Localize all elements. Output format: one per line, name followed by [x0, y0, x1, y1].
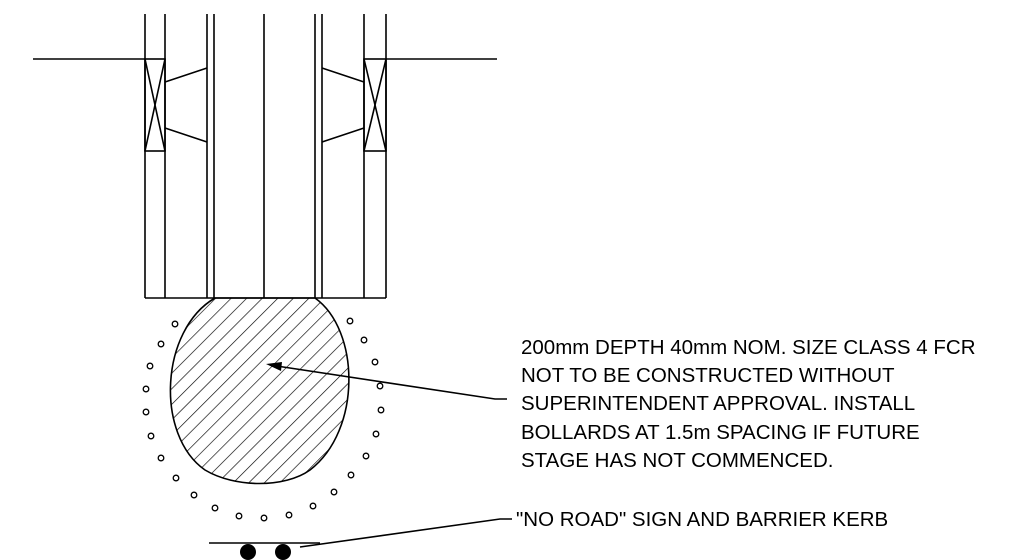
fcr-note-line-4: BOLLARDS AT 1.5m SPACING IF FUTURE	[521, 421, 920, 444]
fcr-note-line-1: 200mm DEPTH 40mm NOM. SIZE CLASS 4 FCR	[521, 336, 976, 359]
fcr-note: 200mm DEPTH 40mm NOM. SIZE CLASS 4 FCR N…	[521, 336, 981, 472]
sign-note: "NO ROAD" SIGN AND BARRIER KERB	[516, 508, 888, 531]
leader-lines	[266, 362, 512, 548]
sign-post-left	[240, 544, 256, 560]
sign-post-right	[275, 544, 291, 560]
left-crossed-box	[144, 58, 208, 152]
road-verticals	[144, 14, 387, 299]
bollard-circles	[142, 317, 385, 522]
fcr-leader	[269, 364, 507, 400]
fcr-note-line-3: SUPERINTENDENT APPROVAL. INSTALL	[521, 392, 915, 415]
barrier-kerb	[209, 542, 320, 560]
right-crossed-box	[321, 58, 387, 152]
fcr-note-line-2: NOT TO BE CONSTRUCTED WITHOUT	[521, 364, 895, 387]
fcr-note-line-5: STAGE HAS NOT COMMENCED.	[521, 449, 833, 472]
fcr-leader-arrow	[266, 362, 282, 371]
sign-leader	[299, 518, 512, 548]
turning-bulb	[169, 297, 350, 485]
